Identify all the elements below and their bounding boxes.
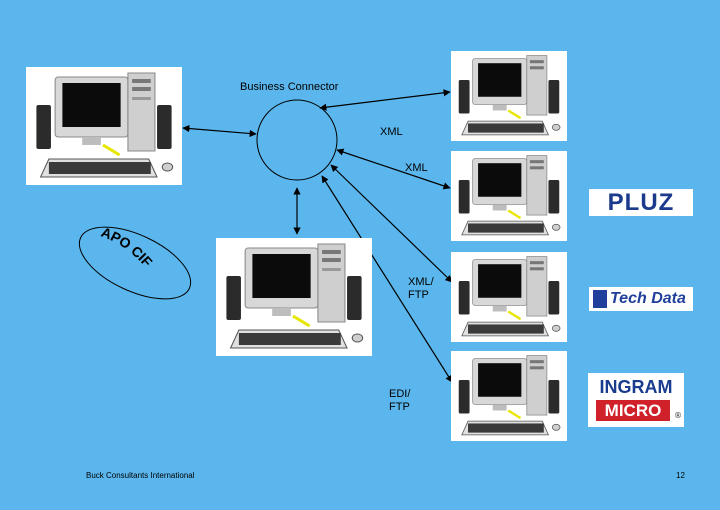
footer-company: Buck Consultants International [86, 471, 195, 480]
computer-icon [458, 355, 561, 436]
xml-label-2: XML [405, 162, 428, 174]
computer-icon [458, 155, 561, 236]
arrow-hub-to-pc2 [336, 148, 451, 190]
computer-partner-1 [451, 51, 567, 141]
computer-apo [216, 238, 372, 356]
techdata-logo-text: Tech Data [610, 290, 686, 307]
ingram-micro-logo: INGRAM MICRO ® [588, 373, 684, 427]
computer-partner-4 [451, 351, 567, 441]
edi-ftp-label: EDI/ FTP [389, 388, 410, 414]
arrow-hub-to-pc4 [321, 175, 453, 383]
arrow-hub-to-pc1 [319, 89, 451, 111]
business-connector-label: Business Connector [240, 81, 339, 93]
xml-ftp-line-2: FTP [408, 289, 429, 301]
computer-partner-2 [451, 151, 567, 241]
micro-logo-text: MICRO [596, 400, 670, 421]
xml-ftp-label: XML/ FTP [408, 276, 434, 302]
arrow-main-to-hub [182, 124, 257, 138]
edi-ftp-line-2: FTP [389, 401, 410, 413]
pluz-logo-text: PLUZ [607, 189, 675, 216]
techdata-logo: Tech Data [589, 287, 693, 311]
page-number: 12 [676, 471, 685, 480]
computer-main [26, 67, 182, 185]
computer-icon [36, 72, 174, 178]
ingram-logo-text: INGRAM [599, 377, 673, 397]
apo-cif-ellipse [78, 226, 192, 300]
computer-icon [458, 55, 561, 136]
xml-label-1: XML [380, 126, 403, 138]
business-connector-hub [256, 99, 338, 181]
pluz-logo: PLUZ [589, 189, 693, 216]
computer-icon [458, 256, 561, 337]
xml-ftp-line-1: XML/ [408, 276, 434, 288]
computer-partner-3 [451, 252, 567, 342]
registered-mark-icon: ® [674, 411, 682, 420]
techdata-emblem-icon [593, 290, 607, 308]
edi-ftp-line-1: EDI/ [389, 388, 411, 400]
computer-icon [226, 243, 364, 349]
